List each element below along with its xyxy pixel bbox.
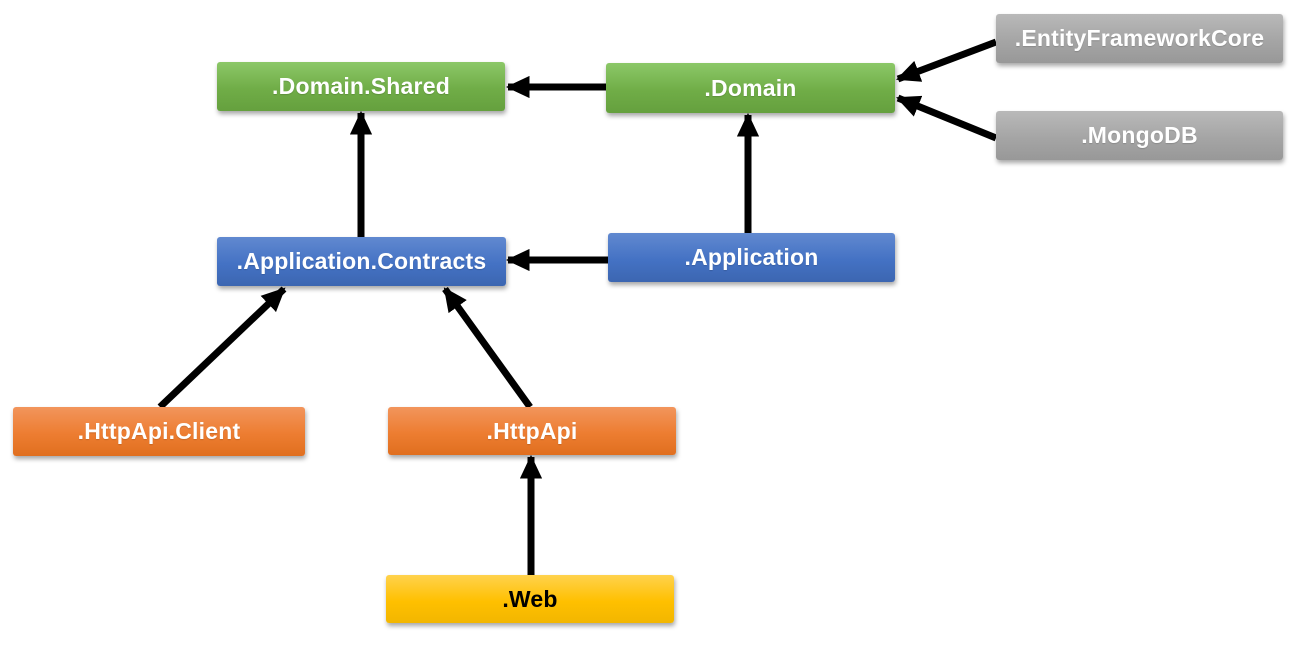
node-mongodb: .MongoDB [996, 111, 1283, 160]
arrow-httpapi-client-to-app-contracts [157, 286, 287, 410]
node-entityframeworkcore: .EntityFrameworkCore [996, 14, 1283, 63]
node-httpapi: .HttpApi [388, 407, 676, 455]
node-application: .Application [608, 233, 895, 282]
node-application-contracts: .Application.Contracts [217, 237, 506, 286]
node-domain: .Domain [606, 63, 895, 113]
arrow-mongodb-to-domain [896, 94, 998, 142]
node-domain-shared: .Domain.Shared [217, 62, 505, 111]
arrow-httpapi-to-app-contracts [442, 286, 533, 410]
node-web: .Web [386, 575, 674, 623]
node-httpapi-client: .HttpApi.Client [13, 407, 305, 456]
arrow-efcore-to-domain [896, 38, 998, 83]
